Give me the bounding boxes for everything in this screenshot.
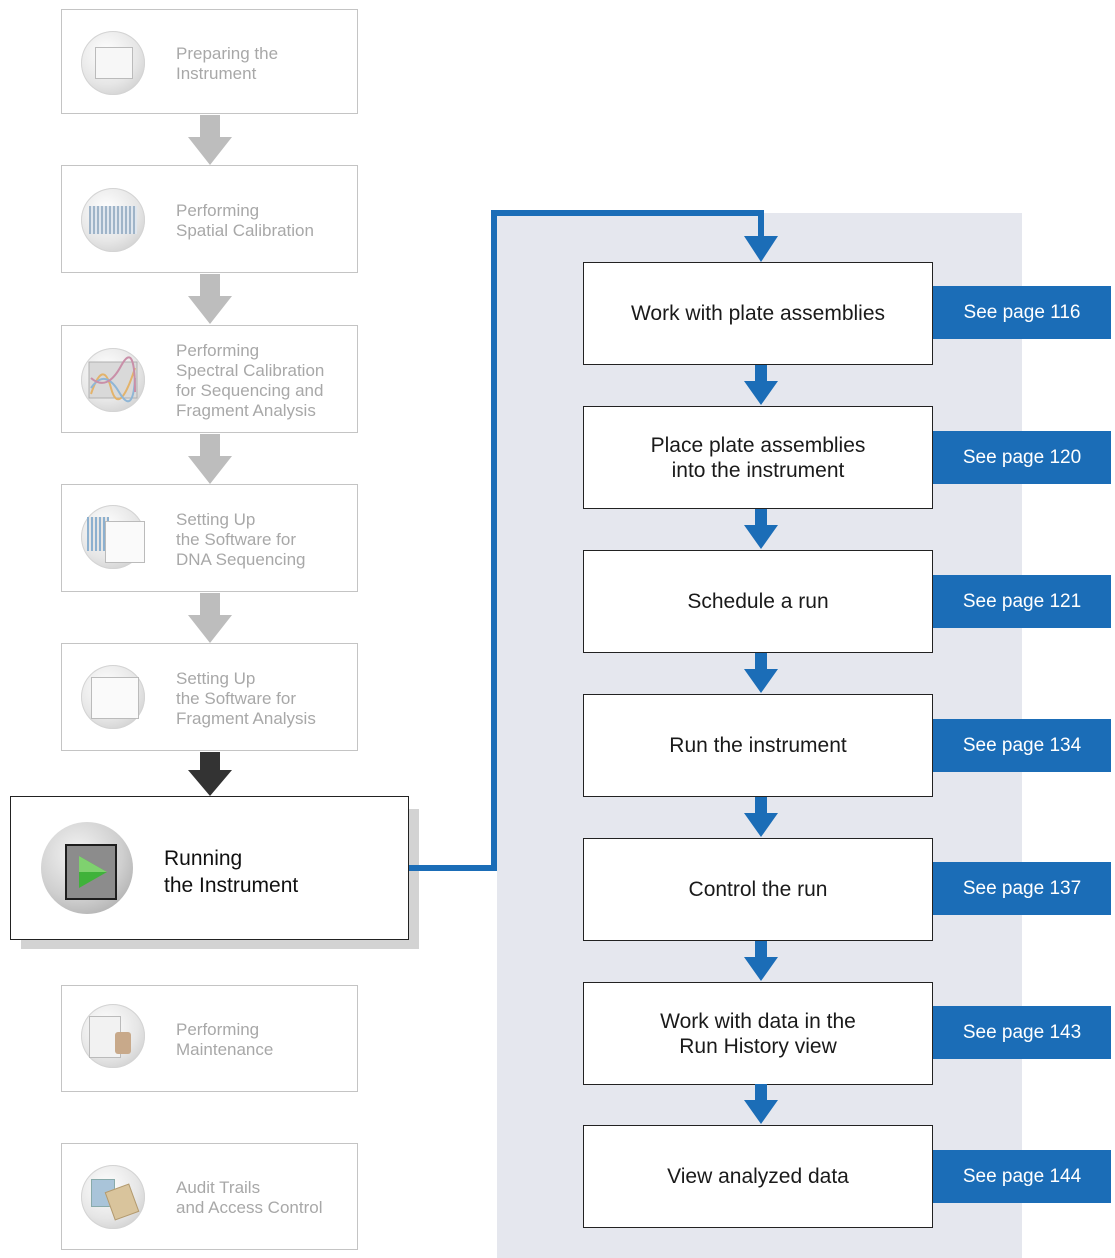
stage-label-line: the Software for xyxy=(176,689,297,708)
stage-spectral-calibration[interactable]: Performing Spectral Calibration for Sequ… xyxy=(61,325,358,433)
stage-software-fragment[interactable]: Setting Up the Software for Fragment Ana… xyxy=(61,643,358,751)
page-reference-tab[interactable]: See page 116 xyxy=(933,286,1111,339)
stage-audit-trails[interactable]: Audit Trails and Access Control xyxy=(61,1143,358,1250)
spectral-calibration-icon xyxy=(81,348,145,412)
step-arrow-icon xyxy=(744,1084,778,1124)
step-arrow-icon xyxy=(744,653,778,693)
step-arrow-icon xyxy=(744,941,778,981)
page-reference-tab[interactable]: See page 120 xyxy=(933,431,1111,484)
stage-label-line: and Access Control xyxy=(176,1198,323,1217)
page-reference-tab[interactable]: See page 121 xyxy=(933,575,1111,628)
instrument-icon xyxy=(81,31,145,95)
audit-trails-icon xyxy=(81,1165,145,1229)
flow-arrow-icon xyxy=(188,752,232,796)
stage-label-line: Spectral Calibration xyxy=(176,361,325,380)
stage-label-line: Fragment Analysis xyxy=(176,401,316,420)
step-arrow-icon xyxy=(744,365,778,405)
stage-spatial-calibration[interactable]: Performing Spatial Calibration xyxy=(61,165,358,273)
stage-label-line: Performing xyxy=(176,201,260,220)
flow-arrow-icon xyxy=(188,274,232,324)
step-box[interactable]: Run the instrument xyxy=(583,694,933,797)
step-box[interactable]: Control the run xyxy=(583,838,933,941)
flow-arrow-icon xyxy=(188,593,232,643)
flow-arrow-icon xyxy=(188,434,232,484)
stage-label-line: for Sequencing and xyxy=(176,381,324,400)
step-box[interactable]: Schedule a run xyxy=(583,550,933,653)
page-reference-tab[interactable]: See page 144 xyxy=(933,1150,1111,1203)
step-arrow-icon xyxy=(744,509,778,549)
step-label-line: Place plate assemblies xyxy=(650,433,866,457)
step-label-line: Run History view xyxy=(679,1034,837,1058)
step-label-line: Work with data in the xyxy=(660,1009,856,1033)
stage-label-line: DNA Sequencing xyxy=(176,550,306,569)
play-button-icon xyxy=(65,844,117,900)
step-box[interactable]: Place plate assemblies into the instrume… xyxy=(583,406,933,509)
page-reference-tab[interactable]: See page 134 xyxy=(933,719,1111,772)
maintenance-icon xyxy=(81,1004,145,1068)
stage-label-line: Setting Up xyxy=(176,510,256,529)
step-box[interactable]: View analyzed data xyxy=(583,1125,933,1228)
stage-label-line: Spatial Calibration xyxy=(176,221,314,240)
stage-label-line: Fragment Analysis xyxy=(176,709,316,728)
step-label-line: into the instrument xyxy=(671,458,845,482)
step-box[interactable]: Work with plate assemblies xyxy=(583,262,933,365)
software-window-icon xyxy=(81,505,145,569)
stage-maintenance[interactable]: Performing Maintenance xyxy=(61,985,358,1092)
stage-preparing-instrument[interactable]: Preparing the Instrument xyxy=(61,9,358,114)
step-box[interactable]: Work with data in the Run History view xyxy=(583,982,933,1085)
page-reference-tab[interactable]: See page 143 xyxy=(933,1006,1111,1059)
stage-label-line: Instrument xyxy=(176,64,257,83)
stage-label-line: Preparing the xyxy=(176,44,279,63)
active-stage-label-line: Running xyxy=(164,847,243,870)
stage-label-line: Audit Trails xyxy=(176,1178,261,1197)
step-label-line: Run the instrument xyxy=(669,734,847,757)
active-stage-label-line: the Instrument xyxy=(164,874,299,897)
stage-label-line: Performing xyxy=(176,1020,260,1039)
spatial-calibration-icon xyxy=(81,188,145,252)
step-arrow-icon xyxy=(744,797,778,837)
software-window-icon xyxy=(81,665,145,729)
step-label-line: Work with plate assemblies xyxy=(630,302,886,325)
step-label-line: Schedule a run xyxy=(687,590,829,613)
step-label-line: Control the run xyxy=(688,878,828,901)
page-reference-tab[interactable]: See page 137 xyxy=(933,862,1111,915)
stage-label-line: Performing xyxy=(176,341,260,360)
stage-running-instrument[interactable]: Running the Instrument xyxy=(10,796,409,940)
flow-arrow-icon xyxy=(188,115,232,165)
step-label-line: View analyzed data xyxy=(667,1165,849,1188)
stage-label-line: the Software for xyxy=(176,530,297,549)
stage-label-line: Maintenance xyxy=(176,1040,274,1059)
stage-label-line: Setting Up xyxy=(176,669,256,688)
stage-software-sequencing[interactable]: Setting Up the Software for DNA Sequenci… xyxy=(61,484,358,592)
